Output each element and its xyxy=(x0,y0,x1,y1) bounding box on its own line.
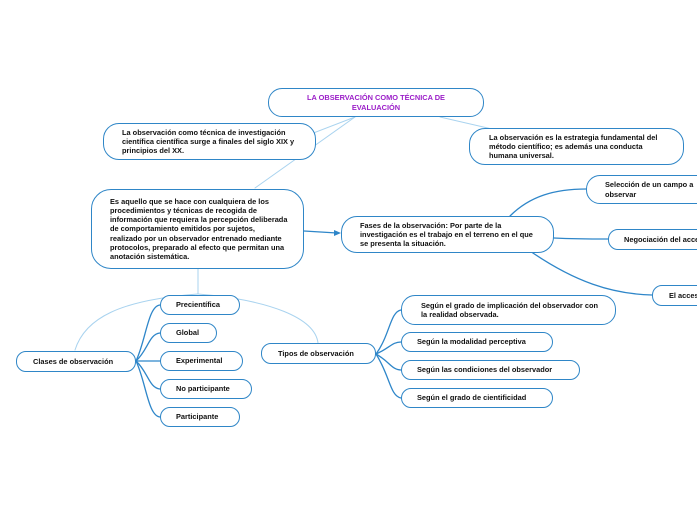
connector-types-item2 xyxy=(375,341,402,355)
strategy-note-label: La observación es la estrategia fundamen… xyxy=(489,132,658,161)
type-item-perceptual[interactable]: Según la modalidad perceptiva xyxy=(401,332,553,352)
classes-label: Clases de observación xyxy=(33,356,114,366)
types-node[interactable]: Tipos de observación xyxy=(261,343,376,364)
type-item-label: Según las condiciones del observador xyxy=(417,365,553,375)
arrow-head xyxy=(334,230,341,236)
connector-phases-item2 xyxy=(553,237,609,240)
history-note-label: La observación como técnica de investiga… xyxy=(122,127,295,156)
type-item-conditions[interactable]: Según las condiciones del observador xyxy=(401,360,580,380)
type-item-label: Según el grado de cientificidad xyxy=(417,393,527,403)
connector-types-item4 xyxy=(375,353,402,399)
phase-item-label: El acceso xyxy=(669,290,697,300)
strategy-note[interactable]: La observación es la estrategia fundamen… xyxy=(469,128,684,165)
connector-classes-item2 xyxy=(135,332,161,362)
class-item-label: Global xyxy=(176,328,199,338)
type-item-label: Según la modalidad perceptiva xyxy=(417,337,526,347)
classes-node[interactable]: Clases de observación xyxy=(16,351,136,372)
type-item-implication[interactable]: Según el grado de implicación del observ… xyxy=(401,295,616,325)
class-item-label: Precientífica xyxy=(176,300,220,310)
connector-types-item1 xyxy=(375,309,402,355)
class-item-participante[interactable]: Participante xyxy=(160,407,240,427)
root-topic[interactable]: LA OBSERVACIÓN COMO TÉCNICA DE EVALUACIÓ… xyxy=(268,88,484,117)
phase-item-label: Selección de un campo a observar xyxy=(605,180,694,199)
connector-classes-item1 xyxy=(135,304,161,362)
connector-types-item3 xyxy=(375,353,402,371)
definition-label: Es aquello que se hace con cualquiera de… xyxy=(110,197,288,261)
connector-classes-item5 xyxy=(135,360,161,418)
class-item-label: No participante xyxy=(176,384,230,394)
class-item-label: Participante xyxy=(176,412,219,422)
connector-phases-item1 xyxy=(509,188,587,217)
class-item-label: Experimental xyxy=(176,356,223,366)
connector-phases-item3 xyxy=(529,250,653,296)
type-item-scientific[interactable]: Según el grado de cientificidad xyxy=(401,388,553,408)
phase-item-label: Negociación del acceso xyxy=(624,234,697,244)
class-item-global[interactable]: Global xyxy=(160,323,217,343)
class-item-precientifica[interactable]: Precientífica xyxy=(160,295,240,315)
phases-node[interactable]: Fases de la observación: Por parte de la… xyxy=(341,216,554,253)
definition-node[interactable]: Es aquello que se hace con cualquiera de… xyxy=(91,189,304,269)
phase-item-access[interactable]: El acceso xyxy=(652,285,697,306)
types-label: Tipos de observación xyxy=(278,348,354,358)
root-topic-label: LA OBSERVACIÓN COMO TÉCNICA DE EVALUACIÓ… xyxy=(307,93,445,112)
type-item-label: Según el grado de implicación del observ… xyxy=(421,300,599,319)
history-note[interactable]: La observación como técnica de investiga… xyxy=(103,123,316,160)
phases-label: Fases de la observación: Por parte de la… xyxy=(360,220,533,249)
connector-definition-phases xyxy=(303,230,338,234)
connector-classes-item4 xyxy=(135,360,161,390)
class-item-experimental[interactable]: Experimental xyxy=(160,351,243,371)
phase-item-selection[interactable]: Selección de un campo a observar xyxy=(586,175,697,204)
class-item-no-participante[interactable]: No participante xyxy=(160,379,252,399)
phase-item-negotiation[interactable]: Negociación del acceso xyxy=(608,229,697,250)
